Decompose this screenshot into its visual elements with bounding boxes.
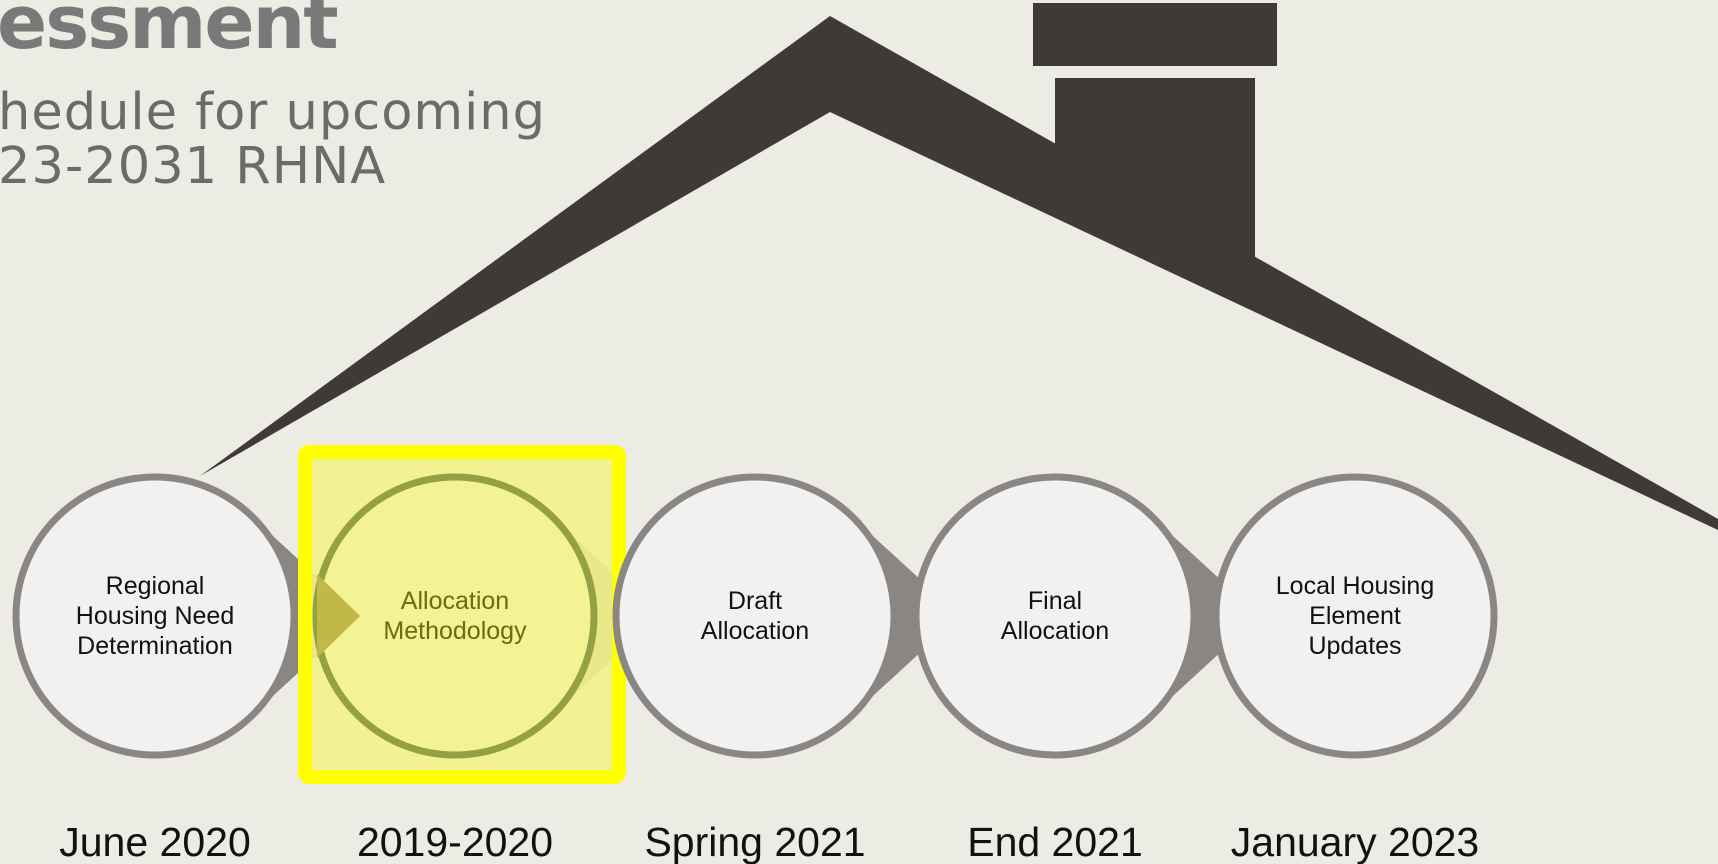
- step-circle: [12, 473, 298, 759]
- page-subtitle: hedule for upcoming 23-2031 RHNA: [0, 86, 546, 194]
- subtitle-line-1: hedule for upcoming: [0, 83, 546, 142]
- step-label-line: Allocation: [1001, 617, 1109, 645]
- step-date: January 2023: [1231, 819, 1479, 864]
- step-label-line: Allocation: [701, 617, 809, 645]
- chimney: [1055, 78, 1255, 260]
- highlight-incoming-pointer: [317, 574, 360, 658]
- highlight-label-line: Allocation: [401, 587, 509, 615]
- step-label-line: Updates: [1308, 632, 1401, 660]
- step-date: June 2020: [59, 819, 251, 864]
- step-date: End 2021: [967, 819, 1143, 864]
- highlight-step-ring: [312, 473, 598, 759]
- house-roof: [200, 3, 1718, 530]
- step-label-line: Regional: [106, 572, 205, 600]
- step-label-line: Final: [1028, 587, 1082, 615]
- step-circle: [612, 473, 898, 759]
- roof-shape: [200, 16, 1718, 530]
- chimney-cap: [1033, 3, 1277, 66]
- step-date: Spring 2021: [644, 819, 865, 864]
- subtitle-line-2: 23-2031 RHNA: [0, 137, 387, 196]
- step-date: 2019-2020: [357, 819, 553, 864]
- step-circle: [912, 473, 1198, 759]
- step-circle: [1212, 473, 1498, 759]
- highlight-label-line: Methodology: [383, 617, 527, 645]
- step-label-line: Determination: [77, 632, 233, 660]
- page-title: essment: [0, 0, 339, 66]
- step-label-line: Element: [1309, 602, 1401, 630]
- step-label-line: Local Housing: [1276, 572, 1434, 600]
- step-label-line: Draft: [728, 587, 782, 615]
- step-label-line: Housing Need: [76, 602, 234, 630]
